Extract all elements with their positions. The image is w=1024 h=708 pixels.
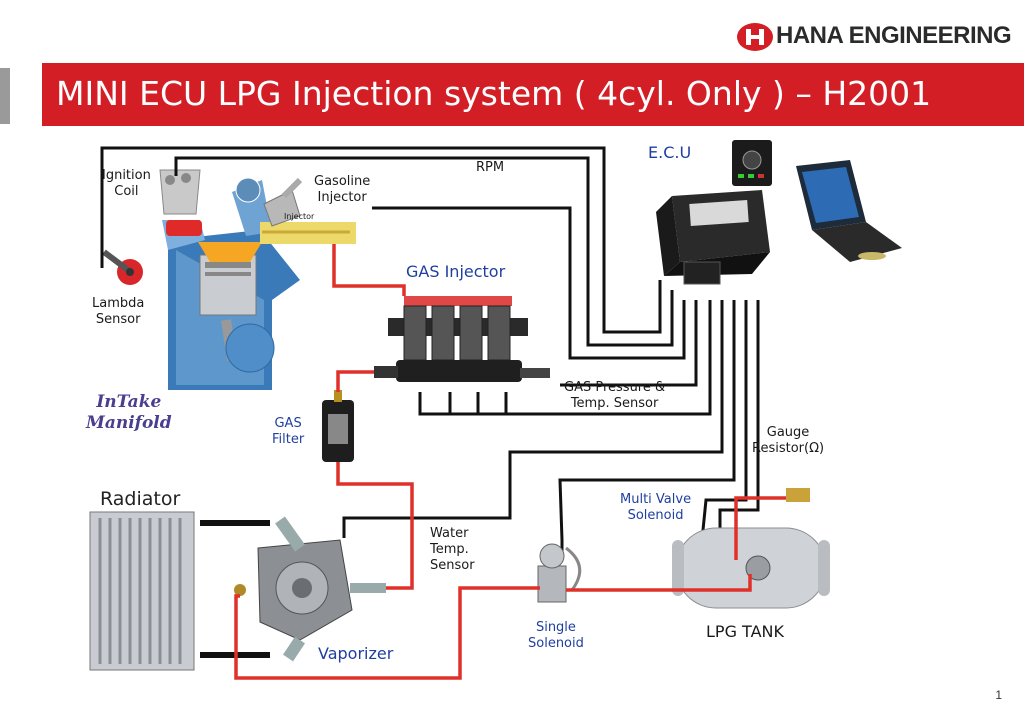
page-title: MINI ECU LPG Injection system ( 4cyl. On… (56, 74, 932, 113)
lambda-sensor (102, 249, 143, 285)
gas-pressure-sensor-label: GAS Pressure & Temp. Sensor (564, 380, 666, 411)
multi-valve-solenoid-label: Multi Valve Solenoid (620, 492, 692, 523)
engine-illustration (159, 169, 356, 390)
single-solenoid-valve (537, 543, 582, 603)
radiator (89, 511, 195, 671)
ecu-switch (732, 140, 772, 186)
rpm-label: RPM (476, 160, 505, 175)
gas-filter (322, 390, 354, 462)
brand-logo (737, 23, 773, 51)
ecu-unit (656, 190, 770, 285)
gas-filter-label: GAS Filter (272, 416, 305, 447)
intake-manifold-label: InTake Manifold (86, 392, 172, 433)
vaporizer (234, 516, 386, 662)
laptop (796, 160, 902, 262)
lpg-tank-label: LPG TANK (706, 622, 784, 641)
gas-injector-label: GAS Injector (406, 262, 506, 281)
fuel-lines (234, 244, 786, 680)
single-solenoid-label: Single Solenoid (528, 620, 584, 651)
ecu-label: E.C.U (648, 143, 692, 162)
gauge-resistor-label: Gauge Resistor(Ω) (752, 425, 825, 456)
page-number: 1 (995, 688, 1002, 702)
lambda-sensor-label: Lambda Sensor (92, 296, 145, 327)
radiator-label: Radiator (100, 488, 181, 510)
injector-small-label: Injector (284, 212, 315, 221)
vaporizer-label: Vaporizer (318, 644, 394, 663)
side-accent-bar (0, 68, 10, 124)
title-banner (42, 63, 1024, 126)
ignition-coil-label: Ignition Coil (102, 168, 151, 199)
gas-injector-rail (374, 296, 550, 382)
gasoline-injector-label: Gasoline Injector (314, 174, 371, 205)
lpg-tank (672, 488, 830, 609)
water-temp-sensor-label: Water Temp. Sensor (430, 526, 475, 573)
brand-name: HANA ENGINEERING (776, 22, 1012, 49)
